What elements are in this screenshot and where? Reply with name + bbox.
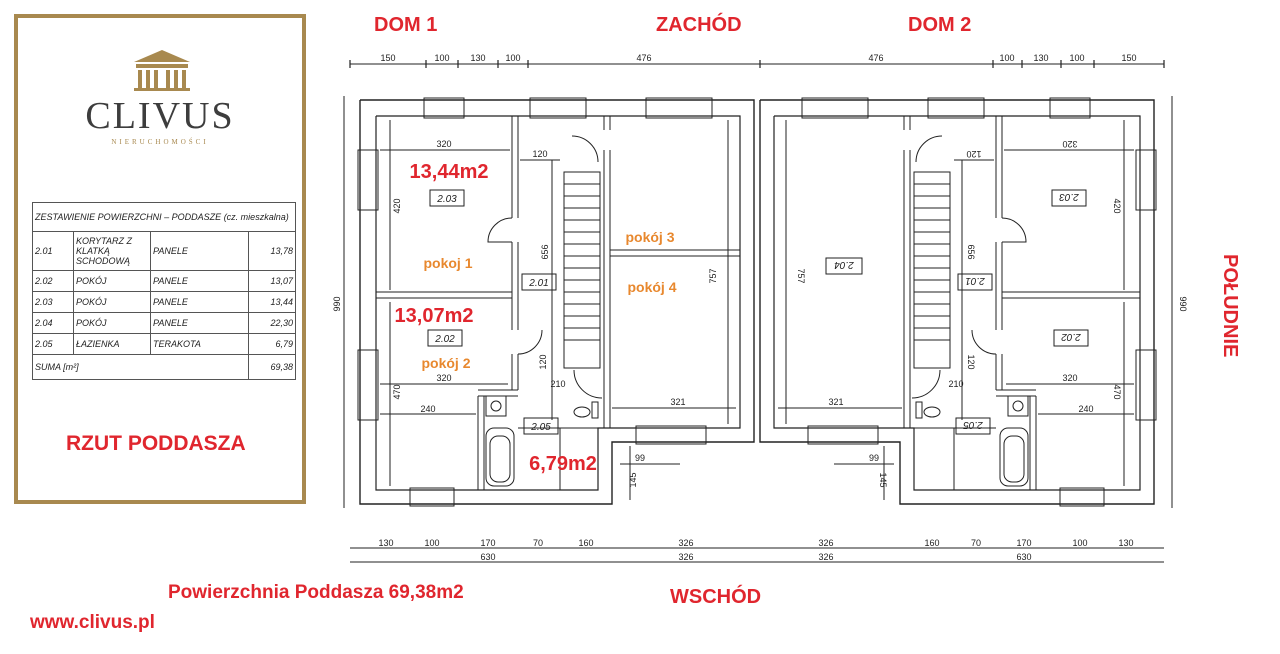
dim-top-7: 100: [999, 53, 1014, 63]
table-row: 2.03 POKÓJ PANELE 13,44: [32, 291, 296, 313]
dim2-240: 240: [1078, 404, 1093, 414]
table-title: ZESTAWIENIE POWIERZCHNI – PODDASZE (cz. …: [32, 202, 296, 232]
dim-320-bottom: 320: [436, 373, 451, 383]
dim-bottom-9: 70: [971, 538, 981, 548]
dim2-210: 210: [948, 379, 963, 389]
dim2-120-top: 120: [966, 149, 981, 159]
total-area: Powierzchnia Poddasza 69,38m2: [168, 582, 464, 603]
dim2-99: 99: [869, 453, 879, 463]
dim-top-5: 476: [636, 53, 651, 63]
area-label-2-05: 6,79m2: [529, 453, 597, 475]
dim-bottom-total-right: 630: [1016, 552, 1031, 562]
logo-tagline: NIERUCHOMOŚCI: [111, 138, 209, 146]
heading-east: WSCHÓD: [670, 586, 762, 608]
dim-bottom-5: 160: [578, 538, 593, 548]
dim-bottom-4: 70: [533, 538, 543, 548]
dim-321: 321: [670, 397, 685, 407]
heading-west: ZACHÓD: [656, 14, 742, 36]
dim-bottom-6: 326: [678, 538, 693, 548]
dim-bottom-3: 170: [480, 538, 495, 548]
dim-top-1: 150: [380, 53, 395, 63]
table-row: 2.01 KORYTARZ Z KLATKĄ SCHODOWĄ PANELE 1…: [32, 231, 296, 271]
room2-code-2-05: 2.05: [963, 419, 984, 430]
dim-210: 210: [550, 379, 565, 389]
logo-building-icon: [134, 50, 190, 91]
dim2-656: 656: [966, 244, 976, 259]
dim-bottom-12: 130: [1118, 538, 1133, 548]
dim-757: 757: [708, 268, 718, 283]
logo-wordmark: CLIVUS: [85, 95, 235, 137]
room2-code-2-03: 2.03: [1059, 191, 1080, 202]
dim-top-6: 476: [868, 53, 883, 63]
dim2-757: 757: [796, 268, 806, 283]
room2-code-2-04: 2.04: [834, 259, 855, 270]
dim-top-2: 100: [434, 53, 449, 63]
heading-south: POŁUDNIE: [1219, 254, 1241, 358]
dim-bottom-1: 130: [378, 538, 393, 548]
dim-bottom-2: 100: [424, 538, 439, 548]
dim-420: 420: [392, 198, 402, 213]
dim2-145: 145: [878, 472, 888, 487]
area-summary-table: ZESTAWIENIE POWIERZCHNI – PODDASZE (cz. …: [32, 202, 296, 380]
dim-656: 656: [540, 244, 550, 259]
info-panel: CLIVUS NIERUCHOMOŚCI ZESTAWIENIE POWIERZ…: [14, 14, 306, 504]
dim-145: 145: [628, 472, 638, 487]
table-row: 2.02 POKÓJ PANELE 13,07: [32, 270, 296, 292]
dim-bottom-total-left: 630: [480, 552, 495, 562]
dim-top-8: 130: [1033, 53, 1048, 63]
dim-top-4: 100: [505, 53, 520, 63]
website-link[interactable]: www.clivus.pl: [30, 612, 155, 633]
room2-code-2-02: 2.02: [1061, 331, 1082, 342]
dim2-470: 470: [1112, 384, 1122, 399]
dim-470: 470: [392, 384, 402, 399]
room-label-pokoj-4: pokój 4: [627, 279, 676, 295]
dim-side-right: 990: [1178, 296, 1188, 311]
room-code-2-01: 2.01: [528, 278, 548, 289]
dim-bottom-10: 170: [1016, 538, 1031, 548]
dim-240: 240: [420, 404, 435, 414]
dim-top-3: 130: [470, 53, 485, 63]
table-row: 2.04 POKÓJ PANELE 22,30: [32, 312, 296, 334]
table-row: 2.05 ŁAZIENKA TERAKOTA 6,79: [32, 333, 296, 355]
dim-120-bottom: 120: [538, 354, 548, 369]
dim2-321: 321: [828, 397, 843, 407]
area-label-2-02: 13,07m2: [395, 305, 474, 327]
heading-dom-2: DOM 2: [908, 14, 972, 36]
dim2-320-top: 320: [1062, 139, 1077, 149]
dim-120-top: 120: [532, 149, 547, 159]
dim2-120-bottom: 120: [966, 354, 976, 369]
plan-title: RZUT PODDASZA: [66, 432, 246, 455]
dim-side-left: 990: [332, 296, 342, 311]
room-label-pokoj-3: pokój 3: [625, 229, 674, 245]
dim-bottom-326-left: 326: [678, 552, 693, 562]
room-code-2-03: 2.03: [436, 194, 457, 205]
dim-320-top: 320: [436, 139, 451, 149]
dim-bottom-8: 160: [924, 538, 939, 548]
table-sum-row: SUMA [m²] 69,38: [32, 354, 296, 380]
room-code-2-05: 2.05: [530, 422, 551, 433]
dim-bottom-326-right: 326: [818, 552, 833, 562]
heading-dom-1: DOM 1: [374, 14, 438, 36]
dim-bottom-11: 100: [1072, 538, 1087, 548]
room-code-2-02: 2.02: [434, 334, 455, 345]
room2-code-2-01: 2.01: [965, 275, 985, 286]
room-label-pokoj-1: pokoj 1: [423, 255, 472, 271]
dim-top-10: 150: [1121, 53, 1136, 63]
area-label-2-03: 13,44m2: [410, 161, 489, 183]
dim-99: 99: [635, 453, 645, 463]
dim2-320-bottom: 320: [1062, 373, 1077, 383]
room-label-pokoj-2: pokój 2: [421, 355, 470, 371]
dim-bottom-7: 326: [818, 538, 833, 548]
dim2-420: 420: [1112, 198, 1122, 213]
dim-top-9: 100: [1069, 53, 1084, 63]
